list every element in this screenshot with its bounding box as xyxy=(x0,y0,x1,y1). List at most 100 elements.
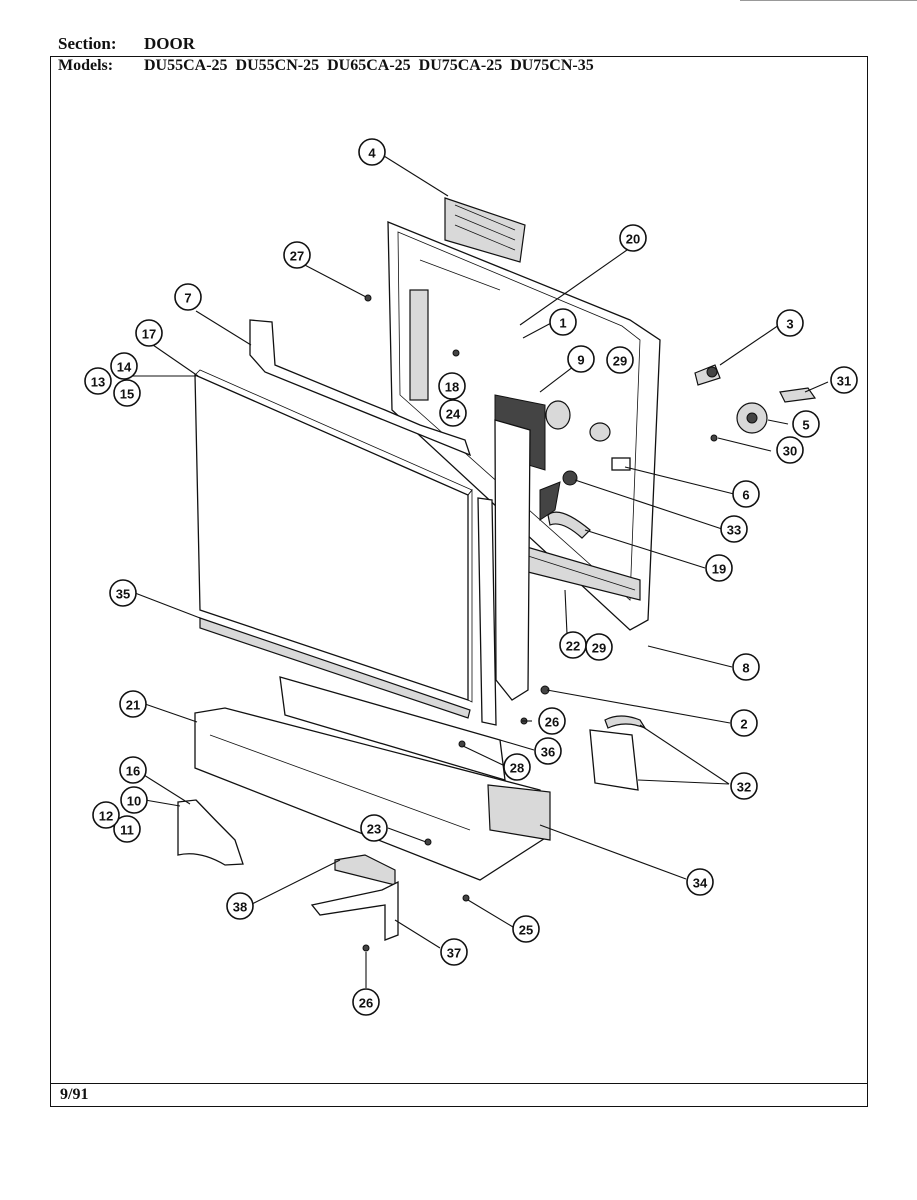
callout-number: 38 xyxy=(233,900,247,915)
callout-29: 29 xyxy=(585,633,613,661)
callout-number: 26 xyxy=(545,715,559,730)
callout-22: 22 xyxy=(559,631,587,659)
callout-circle xyxy=(549,308,577,336)
insulation xyxy=(177,799,244,866)
callout-circle xyxy=(732,653,760,681)
callout-circle xyxy=(512,915,540,943)
callout-number: 16 xyxy=(126,764,140,779)
diagram-frame xyxy=(50,56,868,1107)
callout-number: 24 xyxy=(446,407,461,422)
callout-6: 6 xyxy=(732,480,760,508)
callout-circle xyxy=(776,436,804,464)
callout-circle xyxy=(109,579,137,607)
callout-number: 19 xyxy=(712,562,726,577)
callout-number: 6 xyxy=(742,488,749,503)
callout-35: 35 xyxy=(109,579,137,607)
callout-2: 2 xyxy=(730,709,758,737)
callout-1: 1 xyxy=(549,308,577,336)
callout-circle xyxy=(440,938,468,966)
callout-circle xyxy=(119,690,147,718)
callout-circle xyxy=(135,319,163,347)
footer-rule xyxy=(50,1083,868,1084)
bracket-7 xyxy=(249,319,472,457)
models-row: Models: DU55CA-25 DU55CN-25 DU65CA-25 DU7… xyxy=(58,57,594,75)
callout-38: 38 xyxy=(226,892,254,920)
callout-20: 20 xyxy=(619,224,647,252)
section-label: Section: xyxy=(58,34,117,53)
callout-36: 36 xyxy=(534,737,562,765)
callout-circle xyxy=(830,366,858,394)
callout-circle xyxy=(352,988,380,1016)
callout-circle xyxy=(119,756,147,784)
callout-circle xyxy=(730,709,758,737)
callout-circle xyxy=(730,772,758,800)
callout-33: 33 xyxy=(720,515,748,543)
dispenser-module xyxy=(494,394,631,701)
models-value: DU55CA-25 DU55CN-25 DU65CA-25 DU75CA-25 … xyxy=(144,57,594,74)
callout-25: 25 xyxy=(512,915,540,943)
callout-26: 26 xyxy=(352,988,380,1016)
leader-lines xyxy=(127,155,829,988)
callout-15: 15 xyxy=(113,379,141,407)
callout-number: 26 xyxy=(359,996,373,1011)
callout-circle xyxy=(113,815,141,843)
callout-circle xyxy=(792,410,820,438)
callout-number: 22 xyxy=(566,639,580,654)
callout-30: 30 xyxy=(776,436,804,464)
callout-circle xyxy=(438,372,466,400)
section-value: DOOR xyxy=(144,34,195,53)
top-rule xyxy=(740,0,917,1)
toe-panel xyxy=(194,707,551,881)
callout-24: 24 xyxy=(439,399,467,427)
callout-layer: 1234567891011121314151617181920212223242… xyxy=(84,138,858,1016)
bracket-32 xyxy=(589,715,647,791)
callout-circle xyxy=(92,801,120,829)
support-block xyxy=(334,854,396,886)
callout-circle xyxy=(113,379,141,407)
callout-34: 34 xyxy=(686,868,714,896)
callout-27: 27 xyxy=(283,241,311,269)
callout-10: 10 xyxy=(120,786,148,814)
side-strip xyxy=(477,497,497,726)
callout-number: 27 xyxy=(290,249,304,264)
callout-18: 18 xyxy=(438,372,466,400)
callout-circle xyxy=(567,345,595,373)
callout-circle xyxy=(705,554,733,582)
callout-number: 32 xyxy=(737,780,751,795)
callout-circle xyxy=(686,868,714,896)
callout-8: 8 xyxy=(732,653,760,681)
callout-28: 28 xyxy=(503,753,531,781)
callout-26: 26 xyxy=(538,707,566,735)
section-row: Section: DOOR xyxy=(58,34,195,54)
callout-circle xyxy=(226,892,254,920)
callout-number: 29 xyxy=(613,354,627,369)
outer-door-panel xyxy=(194,369,473,703)
callout-circle xyxy=(619,224,647,252)
callout-number: 8 xyxy=(742,661,749,676)
callout-number: 20 xyxy=(626,232,640,247)
callout-number: 1 xyxy=(559,316,566,331)
callout-number: 21 xyxy=(126,698,140,713)
callout-number: 12 xyxy=(99,809,113,824)
callout-circle xyxy=(360,814,388,842)
callout-circle xyxy=(84,367,112,395)
callout-number: 37 xyxy=(447,946,461,961)
callout-circle xyxy=(110,352,138,380)
callout-32: 32 xyxy=(730,772,758,800)
callout-number: 15 xyxy=(120,387,134,402)
callout-circle xyxy=(174,283,202,311)
l-bracket xyxy=(310,880,399,941)
callout-3: 3 xyxy=(776,309,804,337)
callout-number: 5 xyxy=(802,418,809,433)
callout-13: 13 xyxy=(84,367,112,395)
callout-21: 21 xyxy=(119,690,147,718)
callout-circle xyxy=(538,707,566,735)
callout-7: 7 xyxy=(174,283,202,311)
callout-circle xyxy=(439,399,467,427)
callout-number: 29 xyxy=(592,641,606,656)
callout-number: 35 xyxy=(116,587,130,602)
callout-4: 4 xyxy=(358,138,386,166)
callout-number: 25 xyxy=(519,923,533,938)
callout-circle xyxy=(358,138,386,166)
models-label: Models: xyxy=(58,57,114,74)
